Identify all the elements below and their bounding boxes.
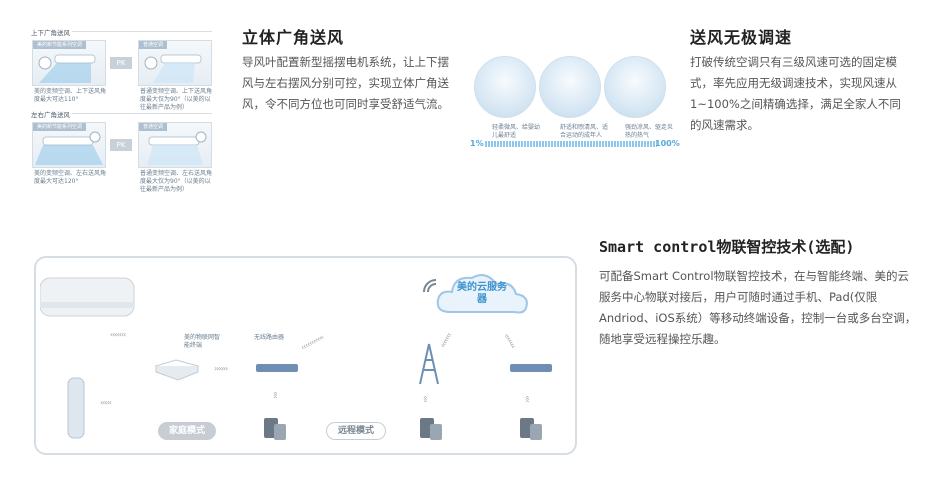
top-label: 上下广角送风 — [31, 29, 70, 37]
phone-tablet-icon — [520, 418, 542, 440]
signal-arrows: ‹‹‹ — [270, 391, 280, 398]
signal-arrows: ›››››› — [214, 364, 228, 373]
floor-ac-icon — [67, 377, 85, 439]
signal-arrows: ‹‹‹‹‹ — [100, 398, 112, 407]
caption: 普通变频空调、左右送风角度最大仅为90°（以美的以往最新产品为例） — [140, 170, 213, 193]
section2-title: 送风无极调速 — [690, 28, 793, 47]
phone-tablet-icon — [264, 418, 286, 440]
router-icon — [510, 364, 552, 372]
speed-scale-start: 1% — [470, 139, 484, 148]
signal-arrows: ‹‹‹‹‹‹‹ — [437, 331, 454, 350]
terminal-label: 美的物联网智能终端 — [184, 334, 221, 349]
ac-airflow-illustration — [35, 131, 103, 165]
card-head: 普通空调 — [139, 123, 168, 131]
speed-scale-bar — [485, 141, 657, 147]
section1-title: 立体广角送风 — [242, 28, 345, 47]
ac-airflow-illustration — [147, 131, 207, 165]
speed-scale-end: 100% — [655, 139, 680, 148]
pk-badge: PK — [110, 139, 132, 151]
router-icon — [256, 364, 298, 372]
divider — [72, 113, 212, 114]
bottom-label: 左右广角送风 — [31, 111, 70, 119]
signal-arrows: ‹‹‹‹‹‹‹‹‹‹‹ — [299, 332, 325, 353]
card-bottom-left: 美的新节能系列空调 — [32, 122, 106, 168]
signal-arrows: ‹‹‹ — [522, 395, 532, 402]
card-head: 美的新节能系列空调 — [33, 41, 87, 49]
remote-mode-pill: 远程模式 — [326, 422, 386, 440]
pk-badge: PK — [110, 57, 132, 69]
kid-photo — [604, 56, 666, 118]
signal-arrows: ‹‹‹ — [420, 395, 430, 402]
wall-ac-icon — [40, 277, 135, 317]
cell-tower-icon — [419, 343, 439, 385]
router-label: 无线路由器 — [254, 334, 285, 341]
divider — [72, 31, 212, 32]
ac-airflow-illustration — [38, 54, 96, 83]
card-bottom-right: 普通空调 — [138, 122, 212, 168]
signal-arrows: ‹‹‹‹‹‹‹ — [501, 331, 518, 350]
smart-terminal-icon — [154, 359, 200, 381]
ac-airflow-illustration — [144, 54, 202, 83]
section3-title: Smart control物联智控技术(选配) — [599, 238, 855, 256]
caption: 强劲凉风、驱走炎热的热气 — [625, 124, 674, 139]
caption: 美的变频空调、上下送风角度最大可达110° — [34, 88, 107, 103]
card-top-left: 美的新节能系列空调 — [32, 40, 106, 86]
cloud-icon — [436, 274, 528, 314]
signal-arrows: ‹‹‹‹‹‹‹ — [110, 330, 126, 339]
section1-body: 导风叶配置新型摇摆电机系统，让上下摆风与左右摆风分别可控，实现立体广角送风，令不… — [242, 55, 449, 111]
section2-body: 打破传统空调只有三级风速可选的固定模式，率先应用无级调速技术，实现风速从1~10… — [690, 55, 901, 132]
card-head: 美的新节能系列空调 — [33, 123, 87, 131]
caption: 美的变频空调、左右送风角度最大可达120° — [34, 170, 107, 185]
baby-photo — [474, 56, 536, 118]
wifi-icon — [423, 279, 437, 293]
adult-child-photo — [539, 56, 601, 118]
caption: 普通变频空调、上下送风角度最大仅为90°（以美的以往最新产品为例） — [140, 88, 213, 111]
caption: 轻柔微风、给婴幼儿最舒适 — [492, 124, 541, 139]
home-mode-pill: 家庭模式 — [158, 422, 216, 440]
card-top-right: 普通空调 — [138, 40, 212, 86]
smart-control-diagram: ‹‹‹‹‹‹‹ ‹‹‹‹‹ 美的物联网智能终端 ›››››› 无线路由器 ‹‹‹… — [34, 256, 577, 455]
caption: 舒适和煦清风、适合运动的成年人 — [560, 124, 609, 139]
section3-body: 可配备Smart Control物联智控技术，在与智能终端、美的云服务中心物联对… — [599, 269, 917, 346]
cloud-label: 美的云服务器 — [457, 282, 507, 305]
phone-tablet-icon — [420, 418, 442, 440]
card-head: 普通空调 — [139, 41, 168, 49]
